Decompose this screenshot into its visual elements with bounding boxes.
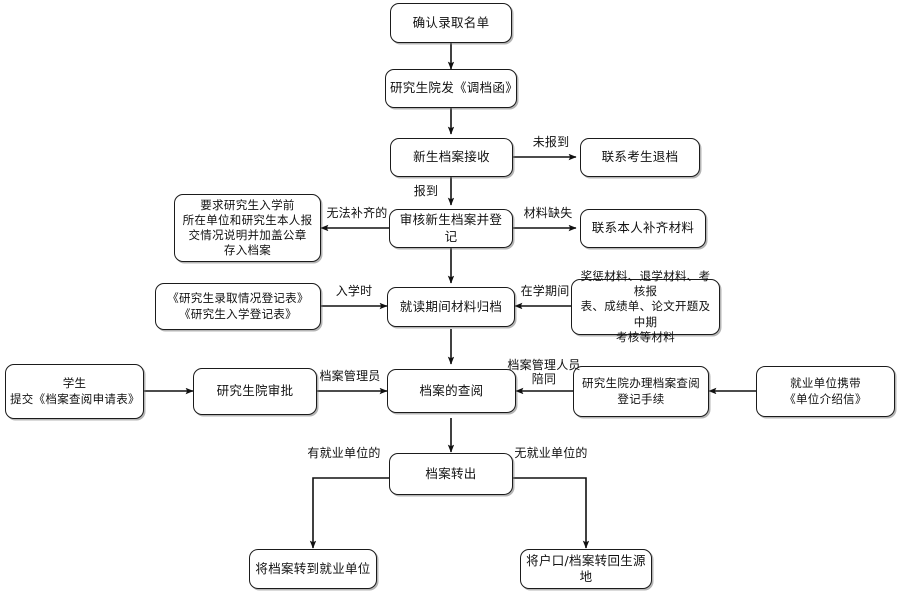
contact-candidate-return-file[interactable]: 联系考生退档 bbox=[580, 138, 700, 177]
grad-school-registration[interactable]: 研究生院办理档案查阅 登记手续 bbox=[573, 366, 709, 417]
file-transfer-out[interactable]: 档案转出 bbox=[389, 453, 513, 495]
edge-label-file-administrator: 档案管理员 bbox=[319, 369, 381, 383]
receive-new-student-file[interactable]: 新生档案接收 bbox=[390, 138, 513, 177]
transfer-to-employer[interactable]: 将档案转到就业单位 bbox=[249, 549, 377, 589]
contact-person-supplement[interactable]: 联系本人补齐材料 bbox=[580, 209, 706, 248]
review-and-register-file[interactable]: 审核新生档案并登记 bbox=[389, 209, 513, 248]
edge-label-during-school: 在学期间 bbox=[520, 284, 570, 298]
edge-label-reported: 报到 bbox=[413, 184, 439, 198]
archive-during-study[interactable]: 就读期间材料归档 bbox=[387, 287, 515, 327]
require-statement-seal[interactable]: 要求研究生入学前 所在单位和研究生本人报 交情况说明并加盖公章 存入档案 bbox=[174, 194, 321, 262]
edge-label-has-employer: 有就业单位的 bbox=[307, 446, 381, 460]
confirm-admission-list[interactable]: 确认录取名单 bbox=[390, 3, 512, 43]
edge-transfer-to-origin bbox=[513, 477, 590, 549]
admission-registration-forms[interactable]: 《研究生录取情况登记表》 《研究生入学登记表》 bbox=[155, 283, 321, 330]
employer-with-intro-letter[interactable]: 就业单位携带 《单位介绍信》 bbox=[756, 366, 895, 417]
edge-transfer-to-employer bbox=[309, 477, 389, 549]
edge-label-no-employer: 无就业单位的 bbox=[514, 446, 588, 460]
edge-label-material-missing: 材料缺失 bbox=[523, 206, 573, 220]
grad-school-approval[interactable]: 研究生院审批 bbox=[193, 368, 317, 415]
edge-label-not-reported: 未报到 bbox=[532, 135, 570, 149]
file-consultation[interactable]: 档案的查阅 bbox=[387, 369, 516, 413]
grad-school-transfer-letter[interactable]: 研究生院发《调档函》 bbox=[385, 69, 518, 108]
transfer-back-to-origin[interactable]: 将户口/档案转回生源地 bbox=[520, 549, 652, 589]
edge-label-at-enrollment: 入学时 bbox=[335, 284, 373, 298]
edge-label-cannot-supplement: 无法补齐的 bbox=[326, 206, 388, 220]
edge-label-staff-accompany: 档案管理人员 陪同 bbox=[507, 358, 581, 387]
in-school-materials-list[interactable]: 奖惩材料、退学材料、考核报 表、成绩单、论文开题及中期 考核等材料 bbox=[571, 269, 720, 344]
student-submit-application[interactable]: 学生 提交《档案查阅申请表》 bbox=[5, 364, 144, 419]
